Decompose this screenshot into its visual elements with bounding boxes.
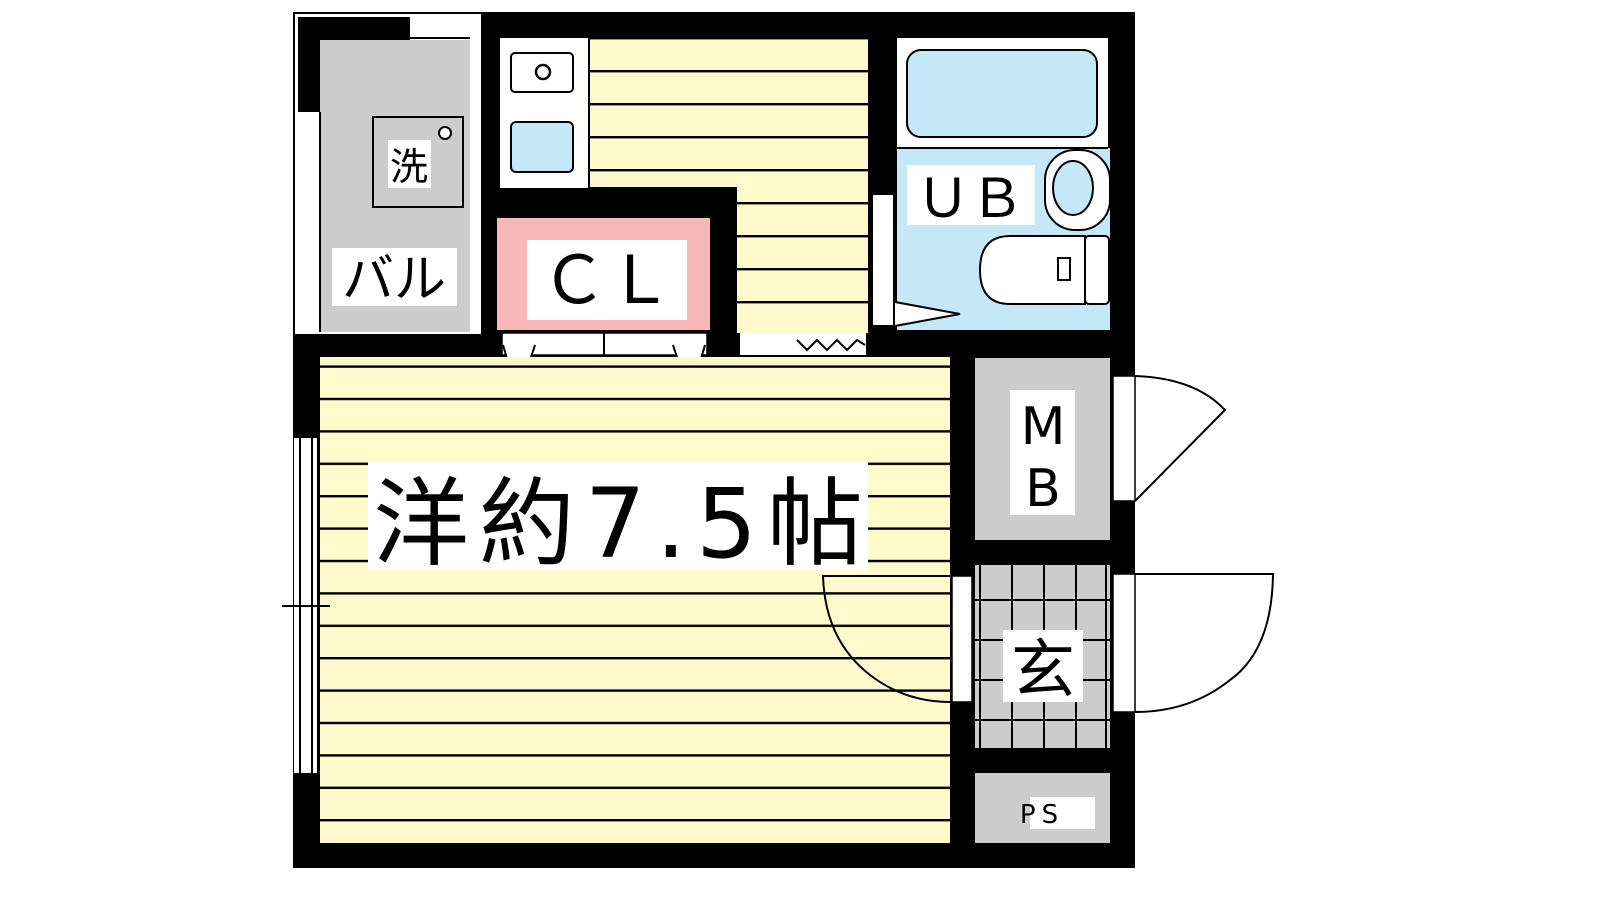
sink-icon <box>510 121 574 173</box>
stove-icon <box>510 52 574 93</box>
entrance: 玄 <box>821 565 1275 748</box>
room-door[interactable] <box>951 575 973 703</box>
pipe-space: PS <box>975 773 1110 843</box>
ps-label: PS <box>1020 800 1064 830</box>
unit-bath: ＵＢ <box>873 38 1111 330</box>
meter-box: M B <box>975 358 1227 540</box>
washer-space <box>372 116 464 208</box>
front-door[interactable] <box>1112 573 1136 713</box>
drain-icon <box>438 126 452 140</box>
kitchen-opening <box>740 333 866 355</box>
main-room: 洋約7.5帖 <box>282 357 950 843</box>
mb-label-1: M <box>1021 397 1066 457</box>
kitchen <box>500 38 868 333</box>
bath-label: ＵＢ <box>916 167 1024 230</box>
bath-door[interactable] <box>873 195 893 325</box>
closet: ＣＬ <box>497 218 866 401</box>
mb-door[interactable] <box>1112 375 1136 502</box>
balcony-label: バル <box>342 250 446 310</box>
balcony: 洗 バル <box>293 12 483 336</box>
washer-label: 洗 <box>390 145 428 189</box>
bathtub-icon <box>906 49 1098 138</box>
entrance-label: 玄 <box>1011 634 1075 708</box>
closet-label: ＣＬ <box>541 242 673 319</box>
main-room-label: 洋約7.5帖 <box>373 468 863 580</box>
mb-label-2: B <box>1025 459 1061 519</box>
toilet-icon <box>978 235 1086 305</box>
